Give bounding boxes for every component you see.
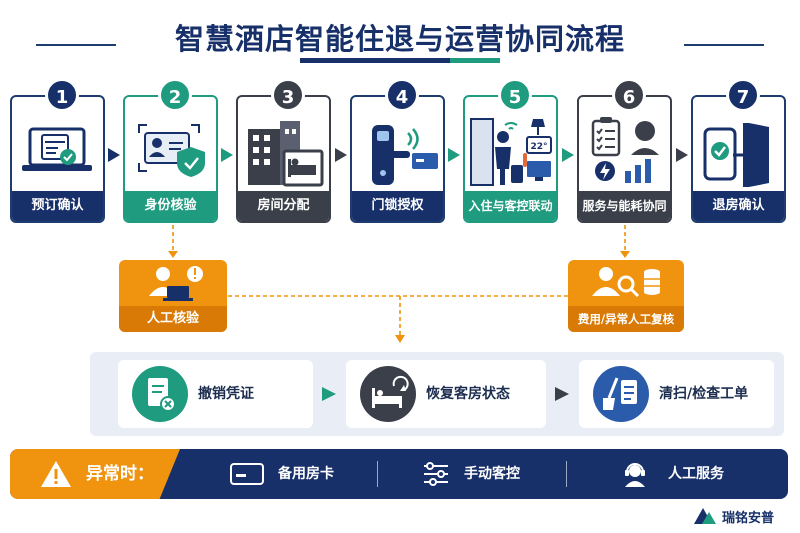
manual-verification-label: 人工核验	[119, 306, 227, 332]
exception-tab	[10, 449, 180, 499]
headset-agent-icon	[625, 463, 645, 487]
step-2-badge: 2	[158, 78, 192, 112]
manual-review-label: 费用/异常人工复核	[568, 306, 684, 332]
title-underline	[300, 58, 500, 63]
recovery-cleaning-order[interactable]: 清扫/检查工单	[579, 360, 774, 428]
smart-lock-card-icon	[372, 125, 438, 185]
exception-separator-2	[566, 461, 567, 487]
step-1-label: 预订确认	[12, 191, 103, 221]
service-energy-icon	[591, 117, 659, 183]
step-3-badge: 3	[271, 78, 305, 112]
agent-search-database-icon	[592, 267, 660, 298]
laptop-calendar-icon	[22, 127, 92, 171]
flow-arrow-5	[562, 148, 574, 162]
flow-arrow-4	[448, 148, 460, 162]
broom-clipboard-icon	[593, 366, 649, 422]
exception-title: 异常时：	[86, 464, 154, 484]
step-2-label: 身份核验	[125, 191, 216, 221]
brand-logo: 瑞铭安普	[692, 506, 786, 528]
step-2-identity[interactable]: 身份核验	[123, 95, 218, 223]
step-7-label: 退房确认	[693, 191, 784, 221]
agent-laptop-alert-icon	[149, 266, 203, 301]
id-card-shield-icon	[138, 124, 205, 177]
recovery-arrow-1	[322, 387, 336, 401]
exception-separator-1	[377, 461, 378, 487]
exception-manual-control[interactable]: 手动客控	[464, 466, 520, 482]
spare-card-icon	[230, 463, 264, 485]
exception-spare-card[interactable]: 备用房卡	[278, 466, 334, 482]
title-rule-left	[36, 44, 116, 46]
recovery-restore-room[interactable]: 恢复客房状态	[346, 360, 546, 428]
step-4-label: 门锁授权	[352, 191, 443, 221]
step-5-checkin-control[interactable]: 22° 入住与客控联动	[463, 95, 558, 223]
exception-human-service[interactable]: 人工服务	[668, 466, 724, 482]
guest-room-control-icon: 22°	[470, 118, 552, 186]
step-5-badge: 5	[498, 78, 532, 112]
step-4-lock-auth[interactable]: 门锁授权	[350, 95, 445, 223]
phone-exit-icon	[703, 123, 769, 187]
step-5-label: 入住与客控联动	[465, 191, 556, 221]
sliders-icon	[424, 462, 448, 486]
recovery-cleaning-order-label: 清扫/检查工单	[659, 386, 749, 402]
step-4-badge: 4	[385, 78, 419, 112]
header: 智慧酒店智能住退与运营协同流程	[0, 6, 800, 63]
revoke-credential-icon	[132, 366, 188, 422]
brand-name: 瑞铭安普	[722, 511, 775, 526]
flow-arrow-1	[108, 148, 120, 162]
recovery-revoke-label: 撤销凭证	[198, 386, 254, 402]
recovery-arrow-2	[555, 387, 569, 401]
step-6-badge: 6	[612, 78, 646, 112]
step-7-checkout[interactable]: 退房确认	[691, 95, 786, 223]
manual-review[interactable]: 费用/异常人工复核	[568, 260, 684, 332]
exception-bar: 异常时： 备用房卡 手动客控 人工服务	[10, 449, 788, 499]
flow-arrow-2	[221, 148, 233, 162]
title-rule-right	[684, 44, 764, 46]
thermostat-reading: 22°	[530, 142, 547, 152]
brand-mark-icon	[694, 508, 716, 524]
step-7-badge: 7	[726, 78, 760, 112]
flow-arrow-3	[335, 148, 347, 162]
step-1-badge: 1	[45, 78, 79, 112]
bed-refresh-icon	[360, 366, 416, 422]
step-3-room-assign[interactable]: 房间分配	[236, 95, 331, 223]
warning-icon	[41, 461, 71, 487]
manual-verification[interactable]: 人工核验	[119, 260, 227, 332]
building-bed-icon	[248, 121, 324, 187]
step-3-label: 房间分配	[238, 191, 329, 221]
step-6-label: 服务与能耗协同	[579, 191, 670, 221]
recovery-restore-room-label: 恢复客房状态	[426, 386, 510, 402]
step-1-booking[interactable]: 预订确认	[10, 95, 105, 223]
recovery-revoke[interactable]: 撤销凭证	[118, 360, 313, 428]
recovery-panel: 撤销凭证 恢复客房状态 清扫	[90, 352, 784, 436]
flow-arrow-6	[676, 148, 688, 162]
page-title: 智慧酒店智能住退与运营协同流程	[174, 22, 625, 56]
step-6-service-energy[interactable]: 服务与能耗协同	[577, 95, 672, 223]
